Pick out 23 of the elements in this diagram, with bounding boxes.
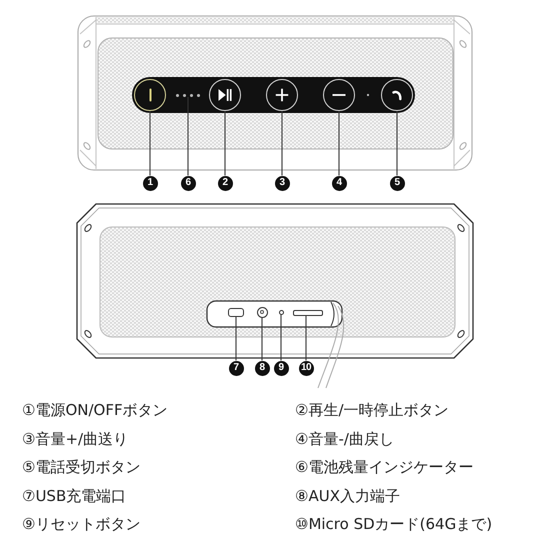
part-description: ⑧AUX入力端子: [295, 486, 400, 506]
callout-number: 5: [390, 176, 404, 190]
part-description: ①電源ON/OFFボタン: [22, 400, 168, 420]
part-description: ⑩Micro SDカード(64Gまで): [295, 514, 492, 534]
callout-number: 7: [228, 360, 244, 376]
callout-number: 3: [274, 176, 290, 190]
part-description: ②再生/一時停止ボタン: [295, 400, 449, 420]
callout-number: 4: [332, 176, 346, 190]
callout-number: 9: [274, 360, 288, 376]
part-description: ⑤電話受切ボタン: [22, 457, 140, 478]
callout-number: 8: [254, 360, 270, 376]
callout-number: 1: [142, 176, 158, 190]
callout-number: 2: [218, 176, 232, 190]
callout-number: 10: [298, 360, 314, 376]
leader-line: [280, 314, 282, 361]
reset-hole: [278, 310, 284, 314]
part-description: ⑨リセットボタン: [22, 514, 140, 534]
part-description: ⑥電池残量インジケーター: [295, 457, 474, 478]
part-description: ④音量-/曲戻し: [295, 428, 394, 449]
part-description: ⑦USB充電端口: [22, 486, 126, 506]
part-description: ③音量+/曲送り: [22, 428, 128, 449]
callout-number: 6: [180, 176, 196, 190]
usb-port: [228, 308, 244, 317]
